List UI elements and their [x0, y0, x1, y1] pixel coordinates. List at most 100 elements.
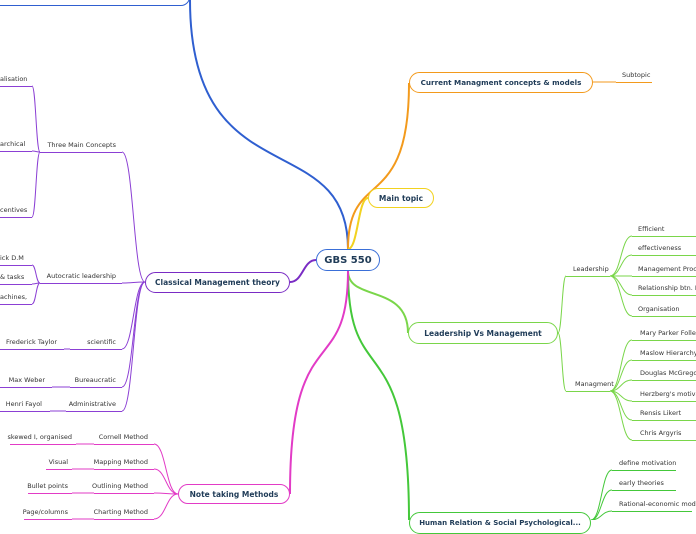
- leaf-underline: [0, 265, 32, 266]
- branch-underline: [70, 349, 122, 350]
- human-relation-node[interactable]: Human Relation & Social Psychological...: [409, 512, 591, 534]
- leaf-mcgregor[interactable]: Douglas McGregor': [640, 369, 696, 377]
- leaf-early-theories[interactable]: early theories: [619, 479, 664, 487]
- note-taking-label: Note taking Methods: [189, 489, 279, 499]
- leaf-underline: [632, 316, 696, 317]
- branch-autocratic[interactable]: Autocratic leadership: [46, 272, 116, 280]
- leaf-underline: [632, 401, 696, 402]
- connector-classical-branch-0: [121, 151, 146, 283]
- note-taking-node[interactable]: Note taking Methods: [178, 484, 290, 504]
- method-outlining[interactable]: Outlining Method: [91, 482, 148, 490]
- managment-group-label[interactable]: Managment: [575, 380, 614, 388]
- leaf-likert[interactable]: Rensis Likert: [640, 409, 682, 417]
- connector-leadership-leaf-0: [609, 235, 633, 277]
- leaf-underline: [632, 440, 696, 441]
- leaf-herzberg[interactable]: Herzberg's motivation: [640, 390, 696, 398]
- leaf-efficient[interactable]: Efficient: [638, 225, 665, 233]
- leaf-rational-economic[interactable]: Rational-economic models: [619, 500, 696, 508]
- detail-underline: [28, 493, 72, 494]
- leaf-and-tasks[interactable]: & tasks: [0, 273, 25, 281]
- connector-managment-leaf-5: [609, 390, 633, 441]
- detail-mapping[interactable]: Visual: [48, 458, 68, 466]
- detail-outlining[interactable]: Bullet points: [27, 482, 68, 490]
- leaf-maslow[interactable]: Maslow Hierarchy: [640, 349, 696, 357]
- current-concepts-node[interactable]: Current Managment concepts & models: [409, 72, 593, 93]
- managment-underline: [566, 391, 610, 392]
- connector-human-leaf-0: [590, 469, 613, 520]
- leaf-effectiveness[interactable]: effectiveness: [638, 244, 682, 252]
- branch-scientific[interactable]: scientific: [87, 338, 116, 346]
- leadership-underline: [566, 276, 610, 277]
- connector-notes-method-0: [153, 443, 179, 495]
- leaf-underline: [0, 217, 32, 218]
- branch-three-main-concepts[interactable]: Three Main Concepts: [47, 141, 116, 149]
- leadership-group-label[interactable]: Leadership: [573, 265, 609, 273]
- leaf-alisation[interactable]: alisation: [0, 75, 28, 83]
- detail-charting[interactable]: Page/columns: [22, 508, 68, 516]
- leaf-archical[interactable]: archical: [0, 140, 26, 148]
- subtopic-underline: [616, 82, 652, 83]
- classical-management-node[interactable]: Classical Management theory: [145, 272, 290, 293]
- leaf-relationship[interactable]: Relationship btn. Mgt: [638, 284, 696, 292]
- leaf-underline: [0, 284, 32, 285]
- central-topic-label: GBS 550: [324, 254, 372, 266]
- branch-underline: [70, 387, 122, 388]
- leaf-underline: [0, 387, 52, 388]
- leaf-ick-dm[interactable]: ick D.M: [0, 254, 24, 262]
- leaf-define-motivation[interactable]: define motivation: [619, 459, 677, 467]
- leaf-achines[interactable]: achines,: [0, 293, 28, 301]
- leaf-centives[interactable]: centives: [0, 206, 28, 214]
- connector-layer: [31, 0, 633, 520]
- method-cornell[interactable]: Cornell Method: [98, 433, 148, 441]
- connector-center-current: [347, 82, 410, 250]
- connector-lvm-leadership: [557, 275, 567, 334]
- offscreen-topic-node[interactable]: [0, 0, 190, 6]
- leaf-underline: [632, 276, 696, 277]
- connector-center-notes: [289, 270, 349, 495]
- connector-autocratic-leaf-2: [31, 282, 41, 305]
- method-mapping[interactable]: Mapping Method: [93, 458, 148, 466]
- method-underline: [94, 444, 154, 445]
- leaf-frederick-taylor[interactable]: Frederick Taylor: [6, 338, 57, 346]
- leaf-organisation[interactable]: Organisation: [638, 305, 680, 313]
- connector-classical-branch-3: [121, 281, 146, 388]
- connector-center-offscreen: [189, 0, 349, 250]
- connector-concepts-leaf-2: [31, 151, 41, 218]
- leaf-management-process[interactable]: Management Process: [638, 265, 696, 273]
- detail-cornell[interactable]: skewed I, organised: [7, 433, 72, 441]
- leaf-underline: [632, 295, 696, 296]
- leadership-vs-management-node[interactable]: Leadership Vs Management: [408, 322, 558, 344]
- connector-classical-branch-1: [121, 281, 146, 284]
- connector-notes-method-3: [153, 493, 179, 520]
- main-topic-node[interactable]: Main topic: [368, 188, 434, 208]
- leaf-underline: [612, 511, 692, 512]
- connector-notes-method-1: [153, 468, 179, 495]
- connector-classical-branch-2: [121, 281, 146, 350]
- branch-administrative[interactable]: Administrative: [68, 400, 116, 408]
- branch-bureaucratic[interactable]: Bureaucratic: [74, 376, 116, 384]
- classical-management-label: Classical Management theory: [155, 278, 280, 287]
- connector-leadership-leaf-4: [609, 275, 633, 317]
- leaf-underline: [0, 151, 32, 152]
- connector-center-main: [347, 197, 369, 250]
- leaf-underline: [612, 470, 676, 471]
- connector-classical-branch-4: [121, 281, 146, 412]
- method-charting[interactable]: Charting Method: [93, 508, 148, 516]
- leaf-argyris[interactable]: Chris Argyris: [640, 429, 682, 437]
- leaf-max-weber[interactable]: Max Weber: [8, 376, 45, 384]
- connector-center-classical: [289, 259, 317, 283]
- connector-leadership-leaf-3: [609, 275, 633, 296]
- leaf-underline: [0, 349, 64, 350]
- connector-managment-leaf-1: [609, 359, 633, 392]
- leaf-henri-fayol[interactable]: Henri Fayol: [5, 400, 42, 408]
- method-underline: [94, 493, 154, 494]
- leaf-underline: [0, 86, 32, 87]
- leaf-underline: [612, 490, 676, 491]
- leaf-underline: [632, 340, 696, 341]
- subtopic-label[interactable]: Subtopic: [622, 71, 651, 79]
- leaf-mary-parker-follett[interactable]: Mary Parker Follett: [640, 329, 696, 337]
- leaf-underline: [0, 411, 50, 412]
- central-topic-node[interactable]: GBS 550: [316, 249, 380, 271]
- human-relation-label: Human Relation & Social Psychological...: [419, 519, 581, 527]
